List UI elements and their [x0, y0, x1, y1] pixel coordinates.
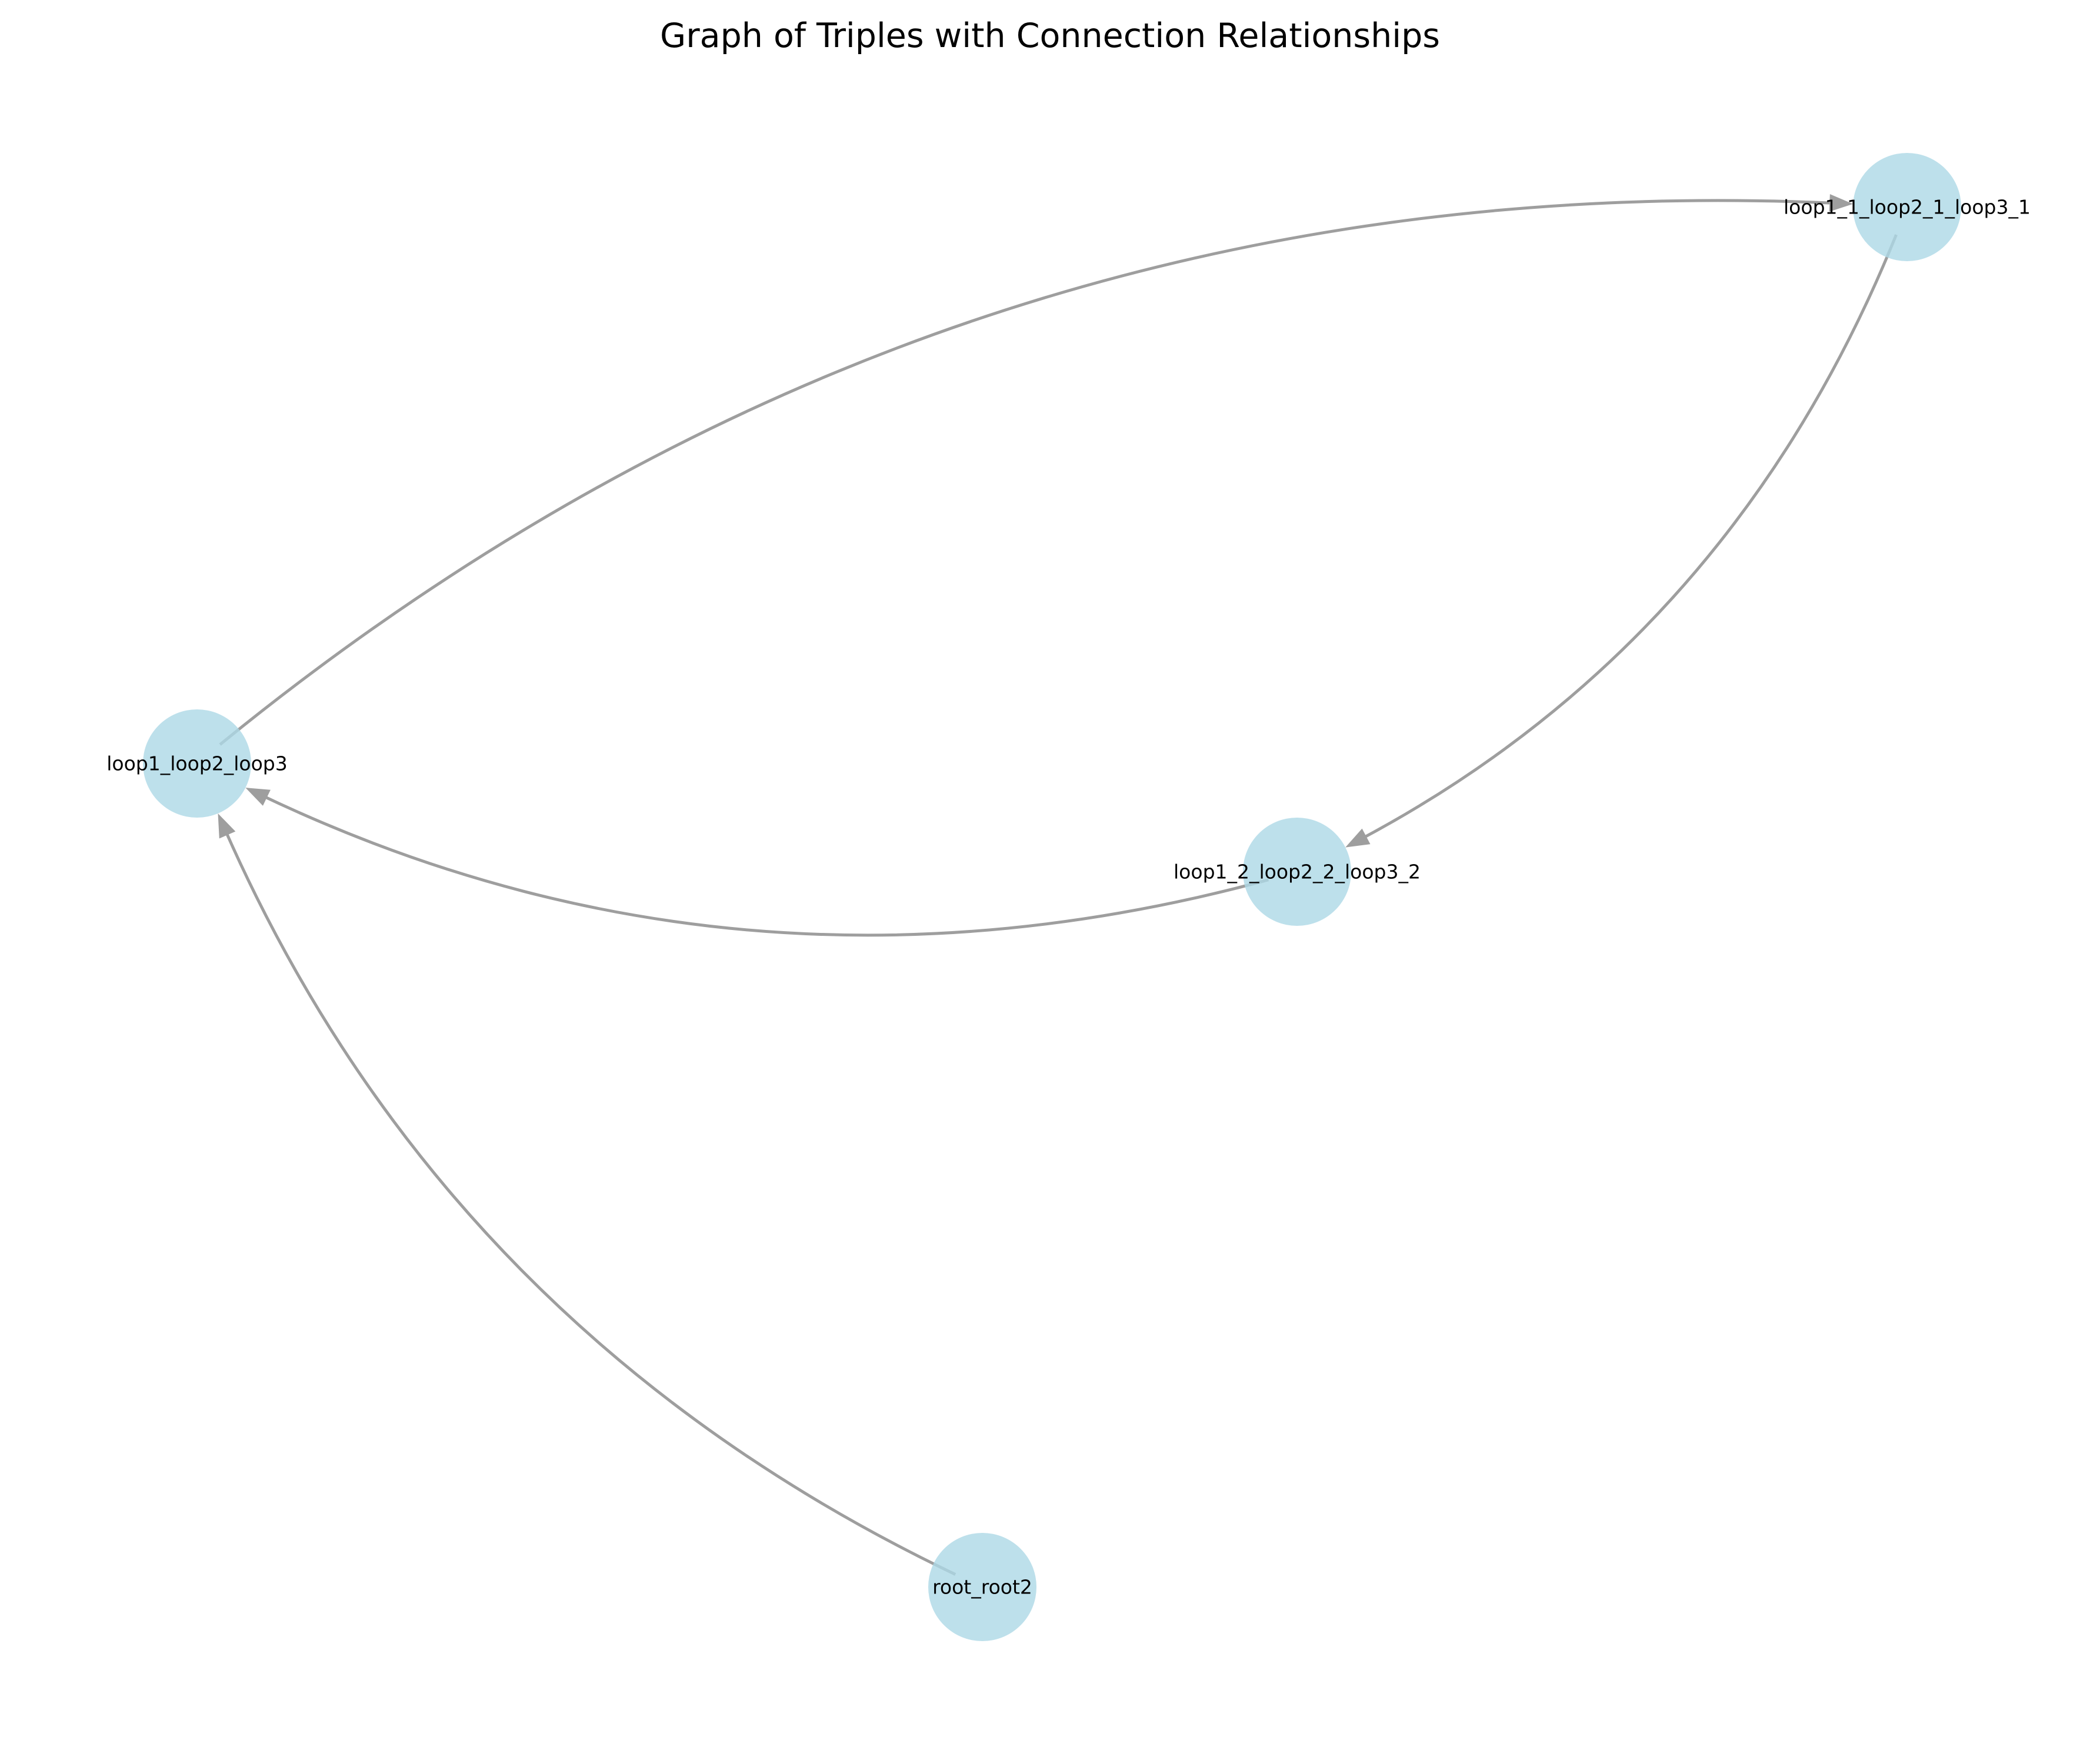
arrowhead-n-2-to-n-main — [245, 788, 271, 806]
arrowhead-n-main-to-n-1 — [1829, 194, 1854, 212]
edges-layer — [218, 194, 1898, 1576]
node-n-1 — [1853, 153, 1961, 261]
node-n-root — [928, 1533, 1036, 1641]
arrowhead-n-root-to-n-main — [218, 813, 236, 839]
graph-title: Graph of Triples with Connection Relatio… — [660, 16, 1440, 55]
edge-n-main-to-n-1 — [219, 199, 1839, 746]
node-label-n-main: loop1_loop2_loop3 — [106, 752, 287, 775]
edge-n-2-to-n-main — [257, 792, 1269, 937]
edge-n-root-to-n-main — [222, 825, 956, 1576]
node-n-main — [143, 709, 251, 818]
node-label-n-root: root_root2 — [932, 1576, 1032, 1599]
arrowhead-n-1-to-n-2 — [1345, 828, 1371, 848]
edge-n-1-to-n-2 — [1357, 234, 1898, 842]
node-label-n-1: loop1_1_loop2_1_loop3_1 — [1784, 196, 2031, 219]
labels-layer: loop1_loop2_loop3 loop1_1_loop2_1_loop3_1… — [106, 196, 2031, 1599]
node-label-n-2: loop1_2_loop2_2_loop3_2 — [1174, 861, 1421, 883]
node-n-2 — [1243, 818, 1351, 926]
nodes-layer — [143, 153, 1961, 1641]
